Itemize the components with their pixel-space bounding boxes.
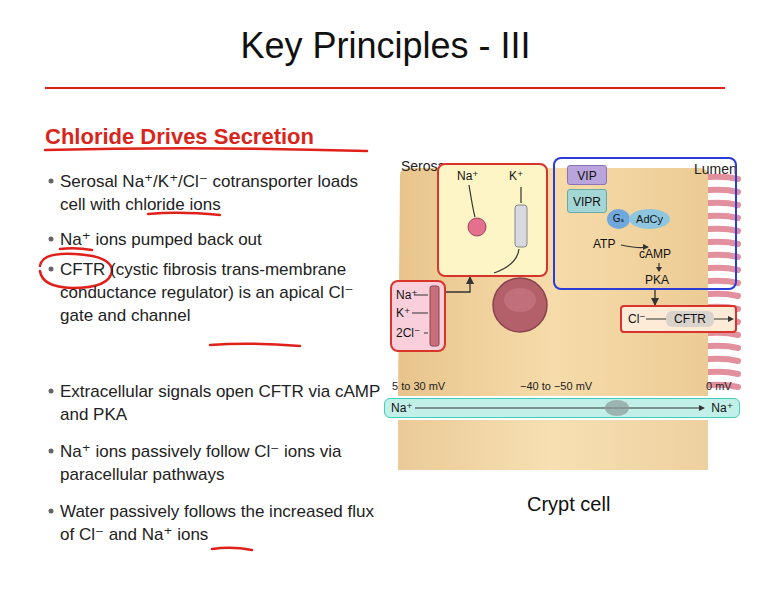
voltage-label: 5 to 30 mV — [392, 380, 445, 393]
node-text: CFTR — [666, 311, 714, 327]
voltage-label: −40 to −50 mV — [520, 380, 592, 393]
node-text: ATP — [593, 237, 615, 251]
bullet-dots — [49, 179, 54, 514]
node-text: Gₛ — [607, 212, 630, 226]
node-text: AdCy — [629, 212, 670, 226]
cftr-box: Cl⁻ CFTR — [620, 305, 737, 333]
bullet-text: CFTR (cystic fibrosis trans-membrane con… — [60, 258, 380, 327]
node-text: 2Cl⁻ — [396, 326, 420, 340]
pen-underline — [212, 548, 252, 550]
node-text: PKA — [645, 273, 669, 287]
node-text: K⁺ — [396, 306, 410, 320]
signaling-box: ATP cAMP PKA VIP VIPRGₛAdCy — [553, 157, 737, 290]
nucleus — [493, 278, 547, 332]
section-heading: Chloride Drives Secretion — [45, 124, 314, 150]
bullet-text: Na⁺ ions pumped back out — [60, 228, 380, 251]
node-text: Na⁺ — [391, 401, 413, 415]
node-decoration — [385, 399, 741, 419]
paracellular-band: Na⁺ Na⁺ — [384, 398, 740, 418]
node-text: K⁺ — [509, 169, 523, 183]
voltage-label: 0 mV — [706, 380, 732, 393]
node-decoration — [439, 165, 550, 279]
node-text: cAMP — [639, 247, 671, 261]
bullet-text: Serosal Na⁺/K⁺/Cl⁻ cotransporter loads c… — [60, 170, 380, 216]
g-protein-circle: Gₛ — [607, 209, 630, 229]
node-text: Na⁺ — [457, 169, 479, 183]
cotransporter-box: Na⁺ K⁺ 2Cl⁻ — [390, 280, 446, 352]
node-text: Na⁺ — [711, 401, 733, 415]
node-text: Cl⁻ — [628, 312, 646, 326]
adenylyl-cyclase: AdCy — [629, 209, 670, 229]
node-text: Na⁺ — [396, 288, 418, 302]
region-label: Lumen — [694, 161, 737, 177]
pump-box: Na⁺ K⁺ — [437, 163, 548, 277]
connector-arrow — [654, 290, 655, 305]
receptor-box: VIPR — [567, 189, 607, 213]
ligand-box: VIP — [567, 165, 607, 185]
node-text: VIP — [568, 169, 606, 183]
lower-cell — [398, 420, 708, 470]
title-rule — [45, 87, 725, 89]
bullet-text: Water passively follows the increased fl… — [60, 500, 380, 546]
slide-title: Key Principles - III — [0, 26, 771, 66]
bullet-text: Extracellular signals open CFTR via cAMP… — [60, 380, 380, 426]
pen-underline — [210, 344, 300, 346]
node-text: VIPR — [568, 195, 606, 209]
diagram-caption: Crypt cell — [527, 492, 610, 516]
nucleus-highlight — [504, 288, 536, 312]
bullet-text: Na⁺ ions passively follow Cl⁻ ions via p… — [60, 440, 380, 486]
connector-arrow — [446, 277, 470, 292]
